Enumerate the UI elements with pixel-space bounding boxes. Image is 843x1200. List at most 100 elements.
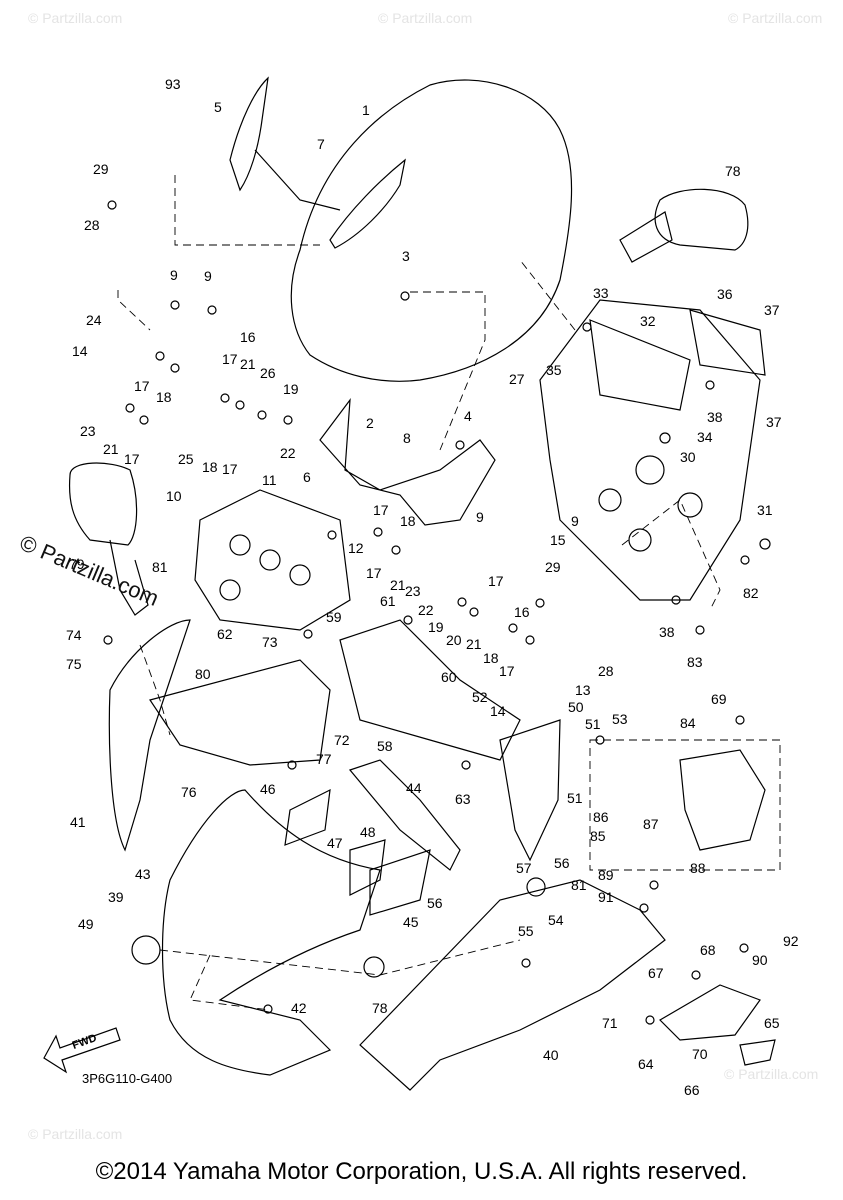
callout-14[interactable]: 14 bbox=[490, 703, 506, 719]
callout-61[interactable]: 61 bbox=[380, 593, 396, 609]
callout-58[interactable]: 58 bbox=[377, 738, 393, 754]
callout-2[interactable]: 2 bbox=[366, 415, 374, 431]
callout-89[interactable]: 89 bbox=[598, 867, 614, 883]
callout-18[interactable]: 18 bbox=[202, 459, 218, 475]
callout-78[interactable]: 78 bbox=[372, 1000, 388, 1016]
callout-35[interactable]: 35 bbox=[546, 362, 562, 378]
callout-22[interactable]: 22 bbox=[418, 602, 434, 618]
callout-19[interactable]: 19 bbox=[283, 381, 299, 397]
callout-32[interactable]: 32 bbox=[640, 313, 656, 329]
callout-93[interactable]: 93 bbox=[165, 76, 181, 92]
callout-23[interactable]: 23 bbox=[80, 423, 96, 439]
callout-9[interactable]: 9 bbox=[571, 513, 579, 529]
callout-23[interactable]: 23 bbox=[405, 583, 421, 599]
callout-38[interactable]: 38 bbox=[707, 409, 723, 425]
callout-10[interactable]: 10 bbox=[166, 488, 182, 504]
callout-59[interactable]: 59 bbox=[326, 609, 342, 625]
callout-17[interactable]: 17 bbox=[222, 461, 238, 477]
callout-54[interactable]: 54 bbox=[548, 912, 564, 928]
callout-51[interactable]: 51 bbox=[585, 716, 601, 732]
callout-14[interactable]: 14 bbox=[72, 343, 88, 359]
callout-84[interactable]: 84 bbox=[680, 715, 696, 731]
callout-25[interactable]: 25 bbox=[178, 451, 194, 467]
callout-81[interactable]: 81 bbox=[152, 559, 168, 575]
callout-90[interactable]: 90 bbox=[752, 952, 768, 968]
callout-37[interactable]: 37 bbox=[766, 414, 782, 430]
callout-18[interactable]: 18 bbox=[483, 650, 499, 666]
callout-43[interactable]: 43 bbox=[135, 866, 151, 882]
callout-7[interactable]: 7 bbox=[317, 136, 325, 152]
callout-6[interactable]: 6 bbox=[303, 469, 311, 485]
callout-22[interactable]: 22 bbox=[280, 445, 296, 461]
callout-15[interactable]: 15 bbox=[550, 532, 566, 548]
callout-34[interactable]: 34 bbox=[697, 429, 713, 445]
callout-17[interactable]: 17 bbox=[134, 378, 150, 394]
callout-21[interactable]: 21 bbox=[103, 441, 119, 457]
callout-46[interactable]: 46 bbox=[260, 781, 276, 797]
callout-75[interactable]: 75 bbox=[66, 656, 82, 672]
callout-17[interactable]: 17 bbox=[124, 451, 140, 467]
callout-33[interactable]: 33 bbox=[593, 285, 609, 301]
callout-17[interactable]: 17 bbox=[488, 573, 504, 589]
callout-60[interactable]: 60 bbox=[441, 669, 457, 685]
callout-71[interactable]: 71 bbox=[602, 1015, 618, 1031]
callout-30[interactable]: 30 bbox=[680, 449, 696, 465]
callout-36[interactable]: 36 bbox=[717, 286, 733, 302]
callout-11[interactable]: 11 bbox=[262, 472, 277, 488]
callout-9[interactable]: 9 bbox=[170, 267, 178, 283]
callout-47[interactable]: 47 bbox=[327, 835, 343, 851]
callout-3[interactable]: 3 bbox=[402, 248, 410, 264]
callout-70[interactable]: 70 bbox=[692, 1046, 708, 1062]
callout-74[interactable]: 74 bbox=[66, 627, 82, 643]
callout-29[interactable]: 29 bbox=[93, 161, 109, 177]
callout-37[interactable]: 37 bbox=[764, 302, 780, 318]
callout-73[interactable]: 73 bbox=[262, 634, 278, 650]
callout-78[interactable]: 78 bbox=[725, 163, 741, 179]
callout-72[interactable]: 72 bbox=[334, 732, 350, 748]
callout-13[interactable]: 13 bbox=[575, 682, 591, 698]
callout-17[interactable]: 17 bbox=[366, 565, 382, 581]
callout-17[interactable]: 17 bbox=[222, 351, 238, 367]
callout-9[interactable]: 9 bbox=[204, 268, 212, 284]
callout-27[interactable]: 27 bbox=[509, 371, 525, 387]
callout-16[interactable]: 16 bbox=[514, 604, 530, 620]
callout-56[interactable]: 56 bbox=[427, 895, 443, 911]
callout-81[interactable]: 81 bbox=[571, 877, 587, 893]
callout-67[interactable]: 67 bbox=[648, 965, 664, 981]
callout-40[interactable]: 40 bbox=[543, 1047, 559, 1063]
callout-21[interactable]: 21 bbox=[466, 636, 482, 652]
callout-51[interactable]: 51 bbox=[567, 790, 583, 806]
callout-31[interactable]: 31 bbox=[757, 502, 773, 518]
callout-92[interactable]: 92 bbox=[783, 933, 799, 949]
callout-65[interactable]: 65 bbox=[764, 1015, 780, 1031]
callout-39[interactable]: 39 bbox=[108, 889, 124, 905]
callout-20[interactable]: 20 bbox=[446, 632, 462, 648]
callout-1[interactable]: 1 bbox=[362, 102, 370, 118]
callout-42[interactable]: 42 bbox=[291, 1000, 307, 1016]
callout-68[interactable]: 68 bbox=[700, 942, 716, 958]
callout-8[interactable]: 8 bbox=[403, 430, 411, 446]
callout-45[interactable]: 45 bbox=[403, 914, 419, 930]
callout-44[interactable]: 44 bbox=[406, 780, 422, 796]
callout-38[interactable]: 38 bbox=[659, 624, 675, 640]
callout-17[interactable]: 17 bbox=[373, 502, 389, 518]
callout-87[interactable]: 87 bbox=[643, 816, 659, 832]
callout-62[interactable]: 62 bbox=[217, 626, 233, 642]
callout-69[interactable]: 69 bbox=[711, 691, 727, 707]
callout-52[interactable]: 52 bbox=[472, 689, 488, 705]
callout-41[interactable]: 41 bbox=[70, 814, 86, 830]
callout-9[interactable]: 9 bbox=[476, 509, 484, 525]
callout-76[interactable]: 76 bbox=[181, 784, 197, 800]
callout-18[interactable]: 18 bbox=[156, 389, 172, 405]
callout-28[interactable]: 28 bbox=[84, 217, 100, 233]
callout-26[interactable]: 26 bbox=[260, 365, 276, 381]
callout-79[interactable]: 79 bbox=[69, 556, 85, 572]
callout-28[interactable]: 28 bbox=[598, 663, 614, 679]
callout-5[interactable]: 5 bbox=[214, 99, 222, 115]
callout-55[interactable]: 55 bbox=[518, 923, 534, 939]
callout-16[interactable]: 16 bbox=[240, 329, 256, 345]
callout-85[interactable]: 85 bbox=[590, 828, 606, 844]
callout-53[interactable]: 53 bbox=[612, 711, 628, 727]
callout-18[interactable]: 18 bbox=[400, 513, 416, 529]
callout-29[interactable]: 29 bbox=[545, 559, 561, 575]
